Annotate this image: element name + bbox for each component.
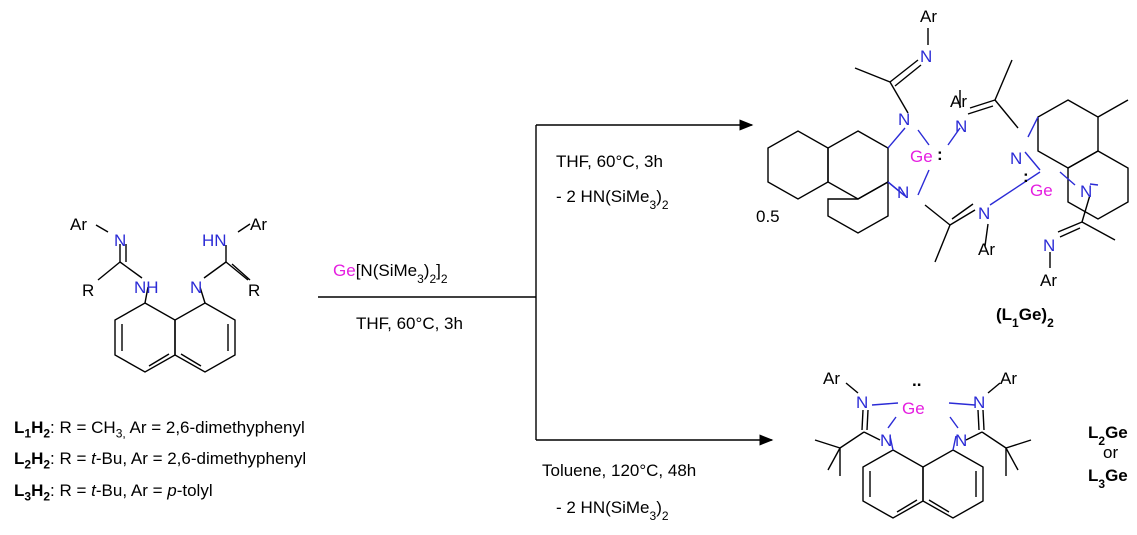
- lone-pair-top: ..: [912, 371, 921, 390]
- atom-n: N: [897, 183, 909, 202]
- starting-ligand-structure: [95, 223, 251, 373]
- atom-ar: Ar: [950, 92, 967, 111]
- lone-pair: :: [937, 145, 943, 164]
- monomer-label-or: or: [1103, 443, 1118, 462]
- dimer-structure: [767, 28, 1129, 268]
- lower-byproduct: - 2 HN(SiMe3)2: [556, 498, 669, 523]
- atom-n: N: [114, 231, 126, 250]
- atom-r: R: [248, 281, 260, 300]
- atom-n: N: [1043, 236, 1055, 255]
- atom-ge: Ge: [902, 399, 925, 418]
- atom-n: N: [973, 393, 985, 412]
- atom-n: N: [920, 47, 932, 66]
- monomer-label-l2: L2Ge: [1088, 423, 1128, 448]
- monomer-label-l3: L3Ge: [1088, 466, 1128, 491]
- atom-ge: Ge: [1030, 181, 1053, 200]
- monomer-structure: [814, 382, 1032, 519]
- ligand-l3-definition: L3H2: R = t-Bu, Ar = p-tolyl: [14, 480, 213, 504]
- atom-n: N: [880, 431, 892, 450]
- atom-n: N: [190, 278, 202, 297]
- atom-ar: Ar: [70, 215, 87, 234]
- reagent-formula: Ge[N(SiMe3)2]2: [333, 261, 448, 286]
- atom-n: N: [1080, 182, 1092, 201]
- reagent-conditions: THF, 60°C, 3h: [356, 314, 463, 333]
- atom-r: R: [82, 281, 94, 300]
- atom-hn: HN: [202, 231, 227, 250]
- atom-ar: Ar: [823, 369, 840, 388]
- lone-pair: :: [1023, 167, 1029, 186]
- atom-ar: Ar: [978, 240, 995, 259]
- atom-ge: Ge: [910, 147, 933, 166]
- lower-conditions: Toluene, 120°C, 48h: [542, 461, 696, 480]
- atom-ar: Ar: [250, 215, 267, 234]
- atom-n: N: [1010, 149, 1022, 168]
- atom-n: N: [856, 393, 868, 412]
- upper-conditions: THF, 60°C, 3h: [556, 152, 663, 171]
- ligand-l1-definition: L1H2: R = CH3, Ar = 2,6-dimethyphenyl: [14, 418, 305, 441]
- atom-ar: Ar: [920, 7, 937, 26]
- atom-n: N: [978, 204, 990, 223]
- atom-n: N: [955, 431, 967, 450]
- atom-n: N: [955, 117, 967, 136]
- atom-ar: Ar: [1000, 369, 1017, 388]
- upper-byproduct: - 2 HN(SiMe3)2: [556, 187, 669, 212]
- dimer-coefficient: 0.5: [756, 207, 780, 226]
- ligand-l2-definition: L2H2: R = t-Bu, Ar = 2,6-dimethyphenyl: [14, 449, 307, 472]
- atom-n: N: [898, 110, 910, 129]
- atom-ar: Ar: [1040, 271, 1057, 290]
- dimer-label: (L1Ge)2: [996, 305, 1054, 330]
- atom-nh: NH: [134, 278, 159, 297]
- ligand-definitions: L1H2: R = CH3, Ar = 2,6-dimethyphenyl L2…: [14, 415, 306, 509]
